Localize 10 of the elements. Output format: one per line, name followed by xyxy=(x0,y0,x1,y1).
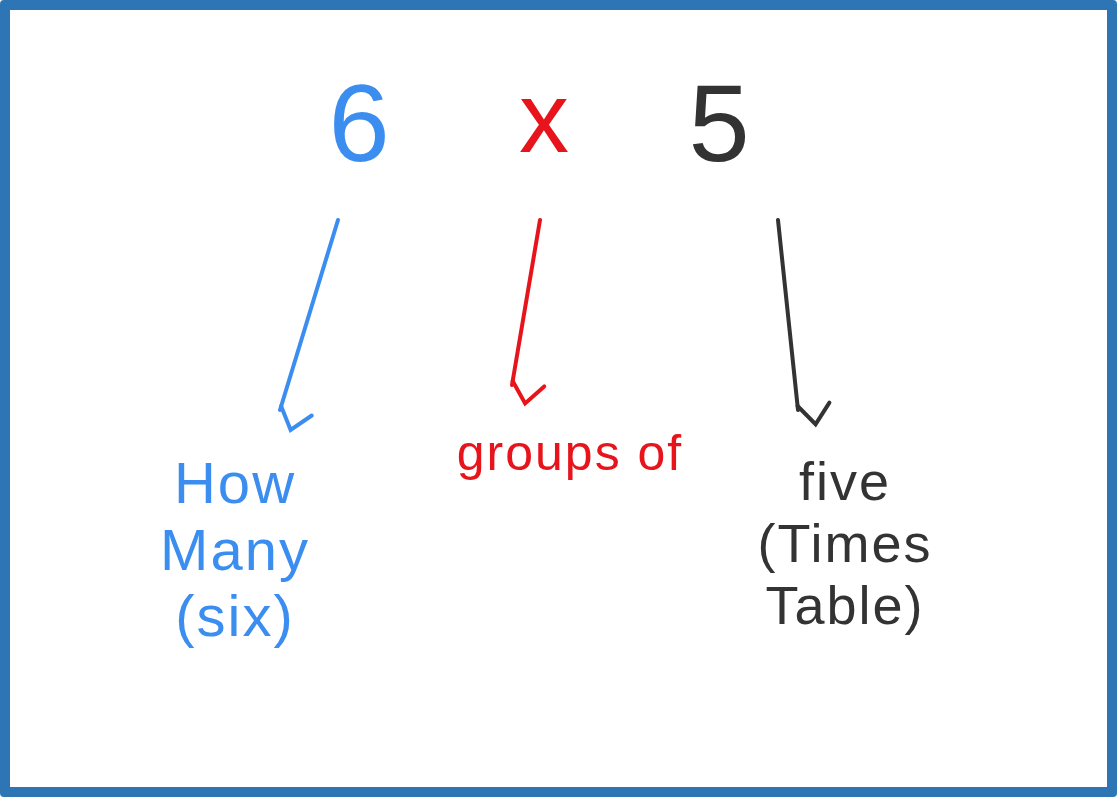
meaning-text: five xyxy=(798,450,891,513)
number-label: 6 xyxy=(328,60,392,186)
meaning-text: How Many (six) xyxy=(159,450,311,651)
meaning-text: (Times Table) xyxy=(756,512,934,637)
arrow xyxy=(776,218,832,427)
arrow xyxy=(278,218,340,432)
meaning-text: groups of xyxy=(456,425,684,483)
number-label: 5 xyxy=(688,60,752,186)
multiply-sign: x xyxy=(519,60,571,175)
arrow xyxy=(510,218,547,406)
